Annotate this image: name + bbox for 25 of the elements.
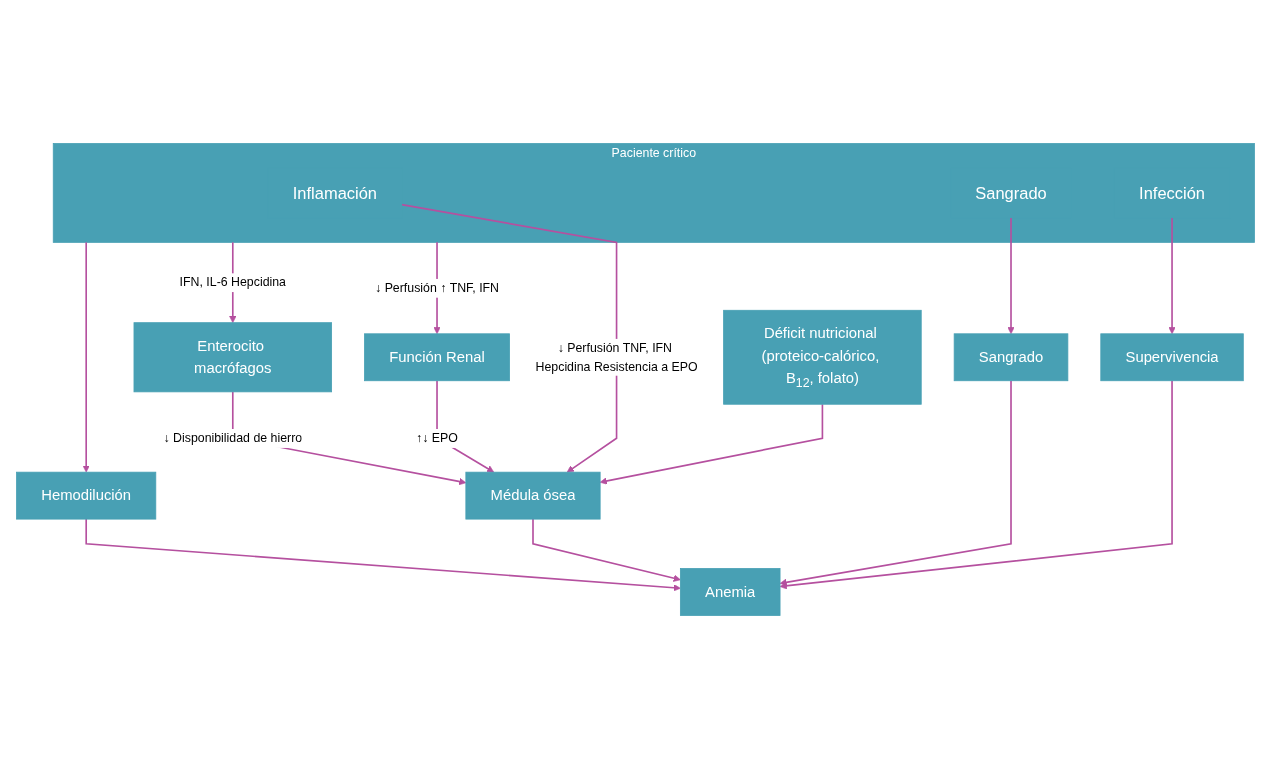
node-box: Médula ósea xyxy=(465,471,601,520)
edge-label: ↓ Perfusión TNF, IFN Hepcidina Resistencia a EPO xyxy=(535,340,698,373)
edge-label: ↑↓ EPO xyxy=(416,430,458,445)
arrow xyxy=(779,379,1173,590)
arrow xyxy=(85,518,681,592)
node-text: Sangrado xyxy=(975,183,1047,203)
edge-label: ↓ Disponibilidad de hierro xyxy=(163,430,303,445)
node-text: Infección xyxy=(1139,183,1206,203)
node-box: Sangrado xyxy=(953,333,1069,382)
arrow xyxy=(1007,216,1015,335)
node-box: Enterocito macrófagos xyxy=(133,322,332,393)
edge-label: ↓ Perfusión ↑ TNF, IFN xyxy=(375,280,500,295)
node-box: Anemia xyxy=(680,568,781,616)
arrow xyxy=(82,241,90,473)
node-box: Función Renal xyxy=(364,333,510,382)
edge-label: IFN, IL-6 Hepcidina xyxy=(179,274,286,289)
node-box: Supervivencia xyxy=(1100,333,1244,382)
arrow xyxy=(532,518,681,582)
arrow xyxy=(599,403,824,485)
node-text: Inflamación xyxy=(292,183,378,203)
node-box: Hemodilución xyxy=(16,471,157,520)
arrow xyxy=(1168,216,1176,335)
arrow xyxy=(231,391,467,486)
node-box: Déficit nutricional (proteico-calórico, B$_{12}$, folato) xyxy=(723,309,922,405)
arrow xyxy=(779,379,1012,586)
